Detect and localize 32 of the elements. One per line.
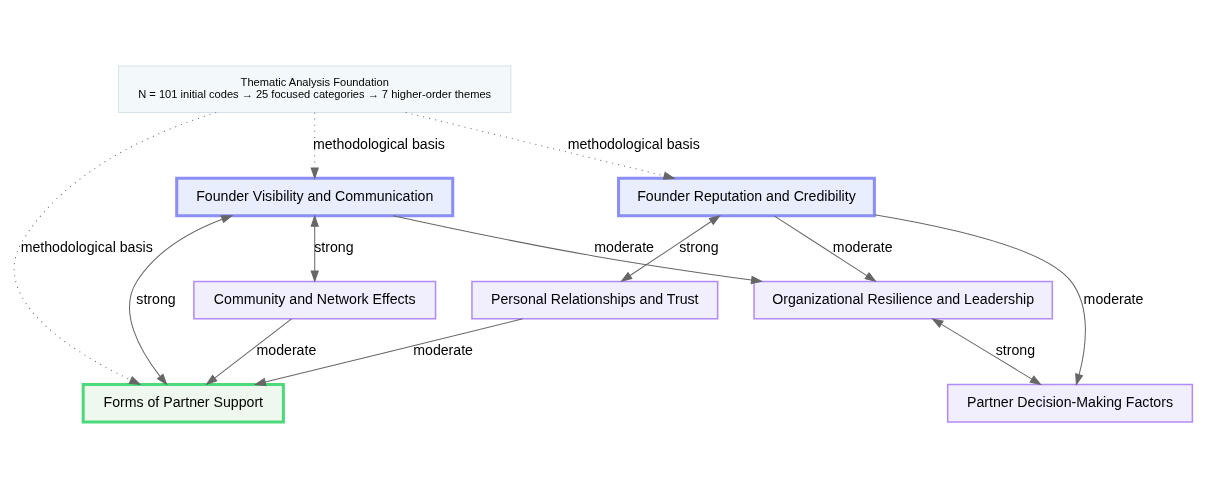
edge-label: strong [314, 239, 354, 256]
edge-label: methodological basis [567, 136, 700, 153]
node-box: Thematic Analysis Foundation N = 101 initial codes → 25 focused categories → 7 higher-order themes [118, 65, 512, 114]
edge-label: strong [136, 290, 176, 307]
edge-label: strong [679, 239, 719, 256]
node-box: Forms of Partner Support [81, 383, 285, 424]
node-box: Organizational Resilience and Leadership [753, 280, 1054, 320]
edge-label: methodological basis [20, 239, 153, 256]
node-box: Partner Decision-Making Factors [946, 383, 1194, 423]
arrow [392, 215, 764, 285]
arrow [405, 112, 676, 180]
node-box: Founder Visibility and Communication [175, 176, 455, 218]
edge-label: methodological basis [312, 136, 445, 153]
edge-label: moderate [594, 239, 654, 256]
arrow [13, 112, 217, 385]
node-box: Community and Network Effects [193, 280, 437, 320]
arrow [129, 215, 234, 386]
node-box: Personal Relationships and Trust [471, 280, 719, 320]
arrow [773, 215, 877, 283]
edge-label: moderate [1083, 290, 1144, 307]
arrow [310, 214, 319, 283]
edge-label: moderate [256, 342, 317, 359]
edge-label: strong [995, 342, 1036, 359]
edge-label: moderate [832, 239, 893, 256]
arrow [874, 214, 1086, 386]
arrow [310, 112, 319, 180]
arrow [205, 318, 293, 386]
edge-label: moderate [413, 342, 474, 359]
arrow [253, 318, 524, 387]
arrow [931, 318, 1042, 386]
node-box: Founder Reputation and Credibility [617, 176, 876, 218]
arrow [620, 215, 721, 283]
